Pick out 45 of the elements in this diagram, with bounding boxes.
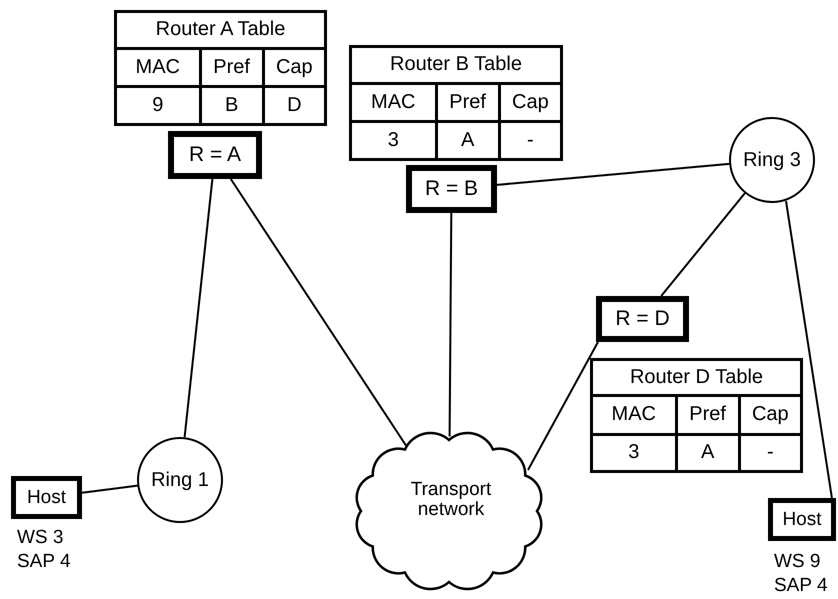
table-cell-text: -: [766, 440, 775, 466]
routing-table: [590, 358, 803, 473]
ring-circle: Ring 3: [729, 117, 815, 203]
host-address: WS 3: [17, 526, 64, 550]
column-header: Cap: [500, 84, 560, 123]
column-header: Cap: [264, 50, 324, 88]
table-cell: 3: [352, 122, 438, 158]
host-box: Host: [11, 476, 82, 519]
link-line: [527, 342, 599, 470]
column-header: Pref: [438, 84, 501, 123]
cloud-label: Transport network: [410, 480, 492, 520]
link-line: [184, 178, 214, 438]
column-header: MAC: [117, 50, 202, 88]
host-address: SAP 4: [17, 550, 71, 574]
link-line: [448, 213, 452, 436]
column-header: MAC: [352, 84, 438, 123]
link-line: [660, 192, 746, 297]
table-title: Router D Table: [593, 361, 800, 398]
column-header: MAC: [593, 397, 678, 436]
router-box: R = D: [596, 296, 689, 342]
column-header: Pref: [202, 50, 265, 88]
router-box: R = A: [168, 131, 262, 179]
network-cloud: [355, 432, 543, 590]
host-box: Host: [768, 498, 836, 541]
link-line: [82, 484, 138, 494]
link-line: [496, 162, 730, 186]
host-address: WS 9: [774, 550, 822, 574]
ring-circle: Ring 1: [137, 437, 223, 523]
routing-table: [349, 45, 563, 161]
table-cell: A: [438, 122, 501, 158]
table-title: Router A Table: [117, 13, 324, 50]
table-cell: B: [202, 88, 265, 123]
router-box: R = B: [406, 165, 497, 213]
table-title: Router B Table: [352, 48, 560, 85]
column-header: Pref: [678, 397, 741, 436]
column-header: Cap: [740, 397, 800, 436]
table-cell-text: -: [526, 128, 535, 153]
table-cell: 9: [117, 88, 202, 123]
link-line: [785, 200, 833, 498]
table-cell: A: [678, 436, 741, 470]
host-address: SAP 4: [774, 574, 828, 598]
table-cell: 3: [593, 436, 678, 470]
table-cell-text: D: [286, 92, 303, 118]
routing-table: [114, 10, 327, 126]
link-line: [230, 178, 407, 446]
